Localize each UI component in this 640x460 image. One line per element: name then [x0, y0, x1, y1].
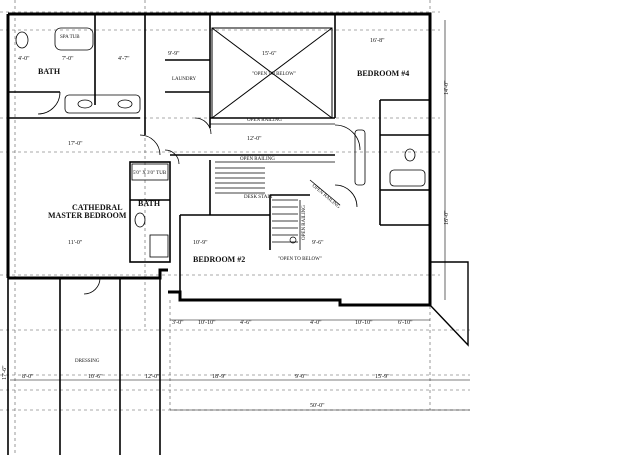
exterior-walls [6, 12, 432, 307]
bath-master-label: BATH [38, 67, 61, 76]
dim-low-2: 10'-6" [88, 374, 103, 380]
fixtures [15, 27, 426, 258]
open-railing-vertical-label: OPEN RAILING [302, 205, 307, 240]
dim-bath-length: 4'-0" [18, 56, 30, 62]
tub-label: 5'0" X 3'0" TUB [133, 171, 167, 176]
open-to-below-top-label: "OPEN TO BELOW" [252, 72, 296, 77]
railings [210, 123, 341, 250]
bath-2-label: BATH [138, 199, 161, 208]
dim-stair: 9'-6" [312, 240, 324, 246]
bedroom-4-label: BEDROOM #4 [357, 69, 409, 78]
dim-low-1: 8'-0" [22, 374, 34, 380]
doors [37, 91, 361, 295]
open-railing-top-label: OPEN RAILING [247, 118, 282, 123]
desk-stair-label: DESK STAIR [244, 195, 273, 200]
interior-walls [7, 14, 430, 455]
open-to-below-top [211, 27, 333, 119]
open-to-below-mid-label: "OPEN TO BELOW" [278, 257, 322, 262]
dim-hall: 9'-9" [168, 51, 180, 57]
dim-low-4: 18'-9" [212, 374, 227, 380]
dim-bottom-2: 10'-10" [198, 320, 216, 326]
stair [215, 167, 298, 244]
dressing-label: DRESSING [75, 359, 100, 364]
dim-bottom-1: 3'-0" [172, 320, 184, 326]
dim-bottom-6: 6'-10" [398, 320, 413, 326]
dim-total: 50'-0" [310, 403, 325, 409]
dim-right: 14'-0" [444, 80, 450, 95]
master-bedroom-label: MASTER BEDROOM [48, 211, 127, 220]
dim-closet: 4'-7" [118, 56, 130, 62]
dim-bedroom4-width: 16'-8" [370, 38, 385, 44]
bay-window [429, 261, 469, 347]
dim-low-3: 12'-0" [145, 374, 160, 380]
dim-master-length: 17'-0" [68, 141, 83, 147]
dimension-lines [10, 20, 470, 411]
spa-tub-label: SPA TUB [60, 35, 80, 40]
laundry-label: LAUNDRY [172, 77, 197, 82]
dim-left: 17'-6" [2, 365, 8, 380]
open-railing-angled-label: OPEN RAILING [311, 184, 341, 210]
dim-bottom-4: 4'-0" [310, 320, 322, 326]
dim-bedroom2-width: 10'-9" [193, 240, 208, 246]
cathedral-label: CATHEDRAL [72, 203, 123, 212]
dim-low-6: 9'-0" [295, 374, 307, 380]
dim-bath-width: 7'-0" [62, 56, 74, 62]
dim-top-mid: 15'-6" [262, 51, 277, 57]
dim-low-5: 15'-9" [375, 374, 390, 380]
bedroom-2-label: BEDROOM #2 [193, 255, 245, 264]
dim-bottom-5: 10'-10" [355, 320, 373, 326]
dim-master-width: 11'-0" [68, 240, 83, 246]
open-railing-mid-label: OPEN RAILING [240, 157, 275, 162]
dim-right-mid: 16'-0" [444, 210, 450, 225]
dim-railing: 12'-0" [247, 136, 262, 142]
dim-bottom-3: 4'-6" [240, 320, 252, 326]
